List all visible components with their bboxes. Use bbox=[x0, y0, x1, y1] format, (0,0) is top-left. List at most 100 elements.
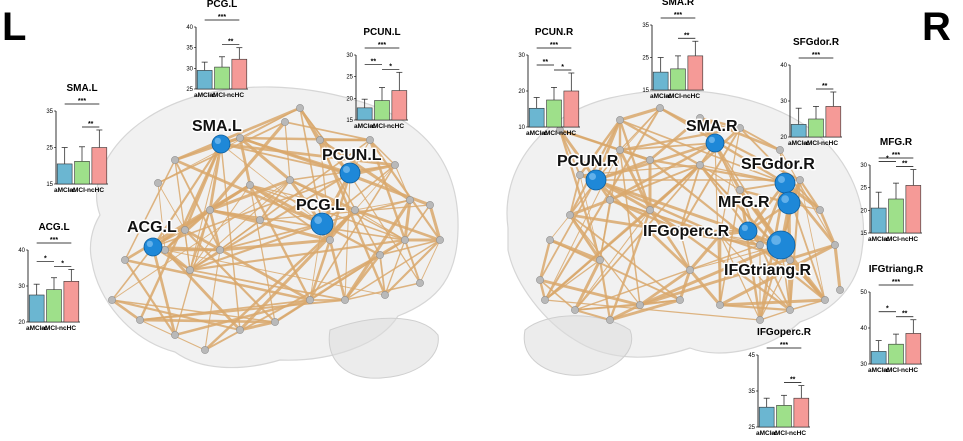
x-tick-label: aMCI-c bbox=[354, 123, 376, 130]
network-node bbox=[171, 331, 179, 339]
network-edge bbox=[569, 174, 581, 216]
network-node bbox=[306, 296, 314, 304]
network-edge bbox=[220, 142, 396, 167]
network-edge bbox=[619, 148, 651, 162]
network-edge bbox=[184, 229, 276, 323]
hub-node-highlight bbox=[343, 166, 350, 173]
network-edge bbox=[124, 258, 311, 302]
x-tick-label: aMCI-nc bbox=[41, 325, 67, 332]
network-edge bbox=[789, 299, 826, 311]
network-edge bbox=[209, 178, 291, 212]
network-node bbox=[216, 246, 224, 254]
bar-aMCI-nc bbox=[214, 66, 230, 90]
significance-label: ** bbox=[902, 311, 908, 318]
network-edge bbox=[174, 158, 323, 226]
bar-aMCI-c bbox=[652, 71, 669, 91]
bar-HC bbox=[793, 397, 810, 428]
network-edge bbox=[164, 249, 386, 296]
network-edge bbox=[344, 254, 381, 301]
right-cerebellum bbox=[523, 315, 633, 376]
hub-label-ifgtriang-r: IFGtriang.R bbox=[724, 262, 812, 279]
network-edge bbox=[318, 139, 387, 296]
network-edge bbox=[679, 229, 691, 271]
chart-title: IFGtriang.R bbox=[869, 264, 924, 275]
y-tick-label: 35 bbox=[748, 389, 755, 395]
network-edge bbox=[538, 239, 552, 281]
bar-HC bbox=[563, 90, 580, 128]
network-node bbox=[756, 316, 764, 324]
y-tick-label: 30 bbox=[346, 53, 353, 59]
hub-node-highlight bbox=[314, 216, 322, 224]
x-tick-label: aMCI-c bbox=[650, 93, 672, 100]
left-cerebellum bbox=[328, 317, 439, 379]
x-tick-label: aMCI-nc bbox=[771, 430, 797, 437]
significance-label: *** bbox=[780, 342, 788, 349]
network-edge bbox=[309, 223, 323, 301]
network-edge bbox=[249, 184, 276, 323]
x-tick-label: aMCI-nc bbox=[209, 92, 235, 99]
y-tick-label: 20 bbox=[346, 96, 353, 102]
x-tick-label: HC bbox=[395, 123, 405, 130]
bar-aMCI-nc bbox=[46, 289, 62, 323]
network-node bbox=[796, 176, 804, 184]
network-edge bbox=[344, 174, 351, 301]
significance-label: ** bbox=[543, 59, 549, 66]
network-edge bbox=[619, 126, 741, 152]
chart-title: SMA.L bbox=[66, 83, 97, 94]
x-tick-label: aMCI-c bbox=[868, 236, 890, 243]
network-edge bbox=[569, 198, 611, 217]
network-edge bbox=[308, 239, 332, 301]
significance-label: *** bbox=[812, 52, 820, 59]
network-edge bbox=[157, 182, 186, 231]
network-node bbox=[686, 266, 694, 274]
network-edge bbox=[779, 149, 836, 246]
network-edge bbox=[189, 222, 323, 272]
x-tick-label: aMCI-c bbox=[54, 187, 76, 194]
y-tick-label: 25 bbox=[860, 186, 867, 192]
network-edge bbox=[219, 219, 261, 251]
y-tick-label: 25 bbox=[748, 425, 755, 431]
network-edge bbox=[419, 239, 441, 284]
network-edge bbox=[619, 106, 661, 122]
network-node bbox=[736, 124, 744, 132]
network-edge bbox=[549, 238, 601, 262]
x-tick-label: aMCI-nc bbox=[883, 367, 909, 374]
significance-label: * bbox=[886, 306, 889, 313]
y-tick-label: 25 bbox=[46, 146, 53, 152]
network-node bbox=[646, 156, 654, 164]
network-edge bbox=[544, 164, 701, 301]
network-edge bbox=[739, 127, 781, 151]
bar-aMCI-c bbox=[56, 163, 73, 185]
bar-aMCI-nc bbox=[546, 99, 562, 128]
network-edge bbox=[238, 208, 357, 332]
hub-node-highlight bbox=[771, 235, 781, 246]
significance-label: *** bbox=[378, 42, 386, 49]
network-edge bbox=[298, 107, 322, 141]
hub-node-pcun-r bbox=[585, 169, 607, 191]
network-edge bbox=[559, 129, 581, 176]
network-edge bbox=[354, 164, 396, 211]
network-edge bbox=[619, 149, 641, 306]
network-edge bbox=[274, 299, 311, 323]
bar-HC bbox=[825, 106, 842, 138]
network-edge bbox=[618, 149, 652, 211]
right-network-nodes bbox=[536, 104, 844, 324]
significance-label: *** bbox=[674, 12, 682, 19]
network-edge bbox=[220, 143, 323, 225]
hub-node-highlight bbox=[778, 176, 785, 183]
hub-node-sma-r bbox=[705, 133, 725, 153]
bar-HC bbox=[687, 55, 704, 91]
network-edge bbox=[284, 121, 371, 141]
network-edge bbox=[354, 199, 411, 211]
y-tick-label: 40 bbox=[18, 248, 25, 254]
network-edge bbox=[404, 239, 421, 284]
y-tick-label: 25 bbox=[346, 75, 353, 81]
x-tick-label: aMCI-nc bbox=[369, 123, 395, 130]
hub-label-ifgoperc-r: IFGoperc.R bbox=[643, 223, 730, 240]
network-node bbox=[206, 206, 214, 214]
network-edge bbox=[354, 208, 441, 242]
